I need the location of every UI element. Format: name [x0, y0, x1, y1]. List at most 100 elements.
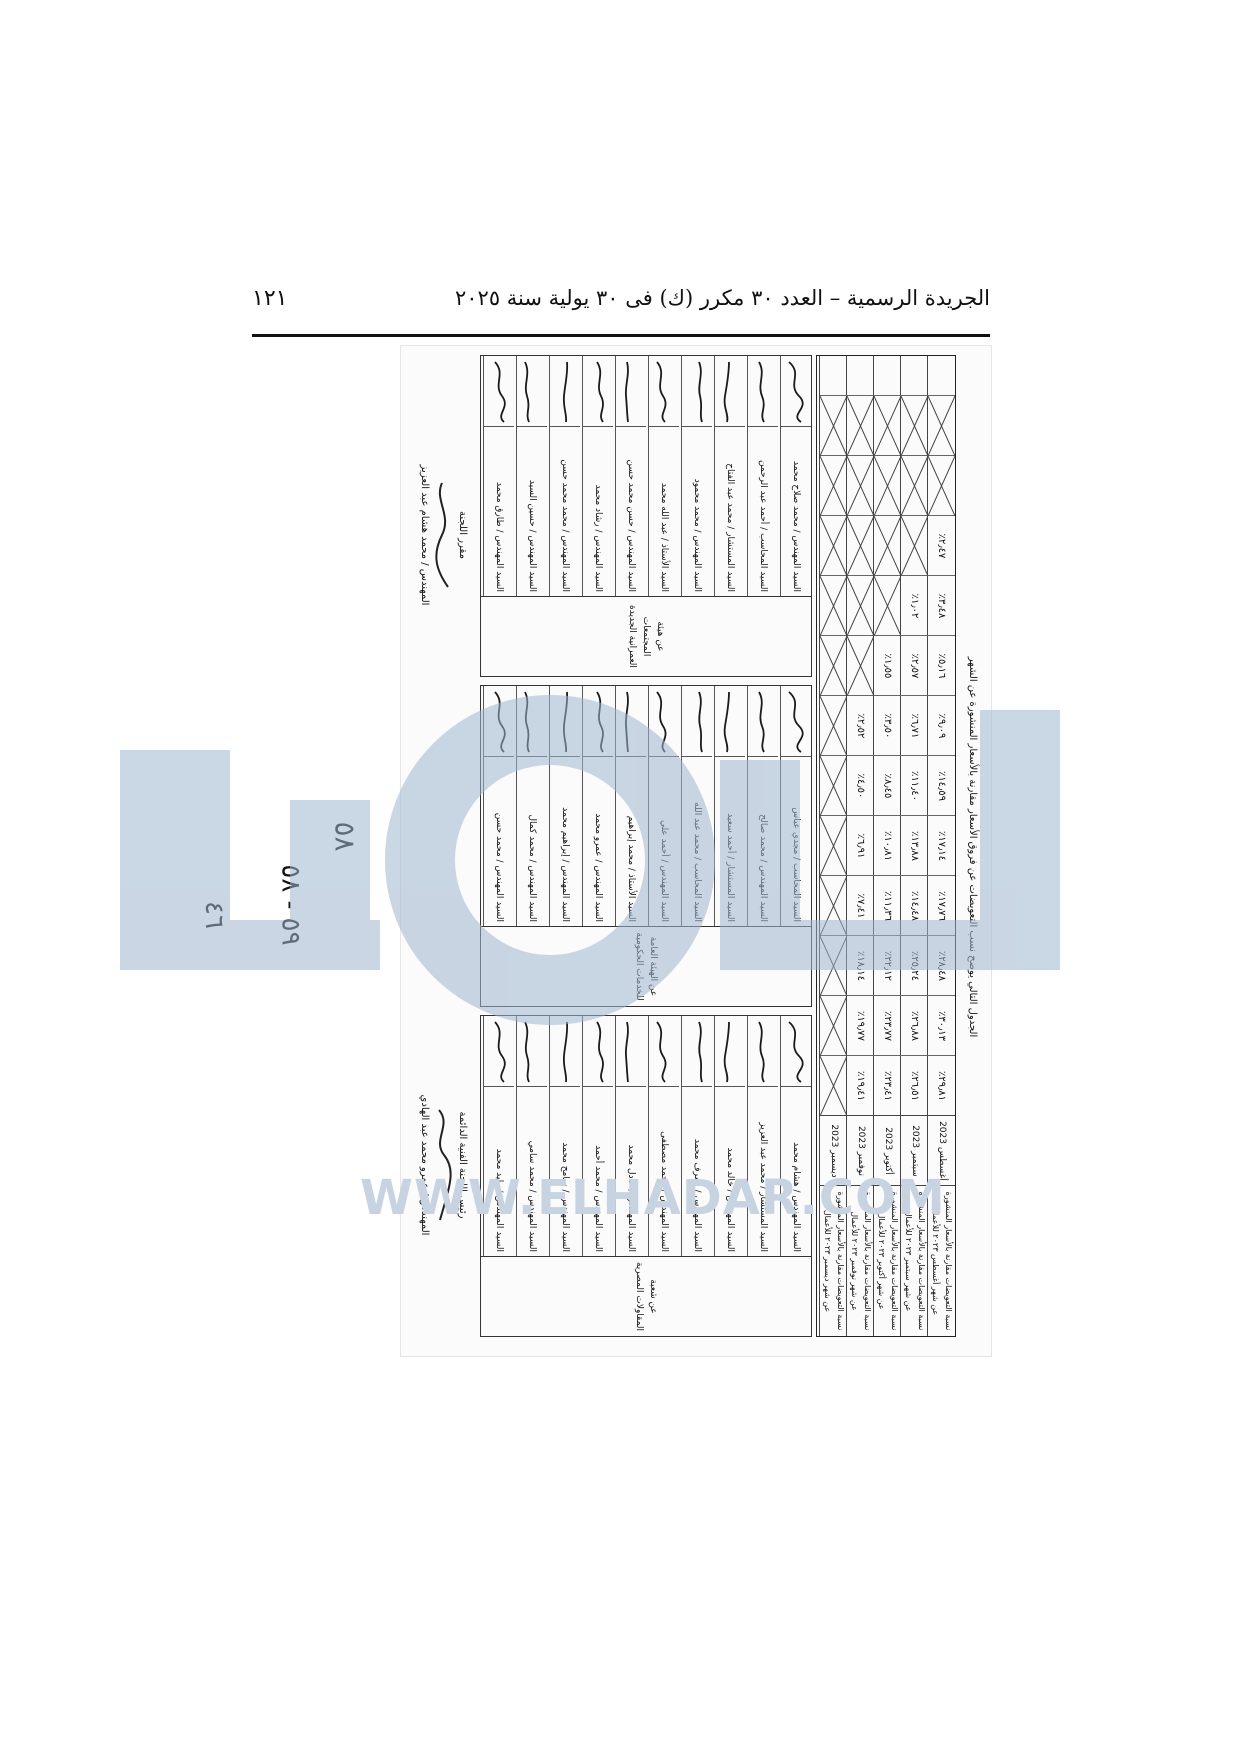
crossed-cell-icon [820, 395, 847, 456]
group-label: عن شعبة المقاولات المصرية [481, 1256, 811, 1336]
member-row: السيد المهندس / هشام محمد [780, 1016, 811, 1256]
percent-cell: ١٫٥٥٪ [874, 635, 901, 696]
signature-icon [748, 686, 778, 757]
percent-cell: ٩٫٠٩٪ [928, 695, 955, 756]
percent-cell: ٢٫٥٢٪ [847, 695, 874, 756]
crossed-cell-icon [820, 635, 847, 696]
percent-cell: ٢٢٫١٢٪ [874, 935, 901, 996]
crossed-cell-icon [901, 455, 928, 516]
crossed-cell-icon [928, 455, 955, 516]
page-number: ١٢١ [252, 286, 288, 311]
signature-icon [682, 1016, 712, 1087]
crossed-cell-icon [874, 515, 901, 576]
member-row: السيد المهندس / محمد صالح [747, 686, 778, 926]
crossed-cell-icon [820, 815, 847, 876]
percent-row: نسبة التعويضات مقارنة بالأسعار المنشورة … [927, 356, 955, 1336]
member-name: السيد المستشار / أحمد سعيد [725, 813, 735, 922]
member-name: السيد المهندس / حسين السيد [527, 479, 537, 592]
member-name: السيد المهندس / إبراهيم محمد [560, 807, 570, 922]
signature-icon [517, 686, 547, 757]
signature-icon [781, 356, 811, 427]
percent-cell: ١٩٫٤١٪ [847, 1055, 874, 1116]
member-row: السيد المهندس / محمد كمال [516, 686, 547, 926]
crossed-cell-icon [820, 575, 847, 636]
member-row: السيد المهندس / محمد مصطفى [648, 1016, 679, 1256]
percent-cell: ٣٫٤٨٪ [928, 575, 955, 636]
signature-icon [550, 1016, 580, 1087]
signature-icon [781, 1016, 811, 1087]
percent-cell: ٢٦٫٥١٪ [901, 1055, 928, 1116]
member-row: السيد المستشار / أحمد سعيد [714, 686, 745, 926]
head-name: المهندس / عمرو محمد عبد الهادي [419, 1094, 430, 1236]
member-name: السيد المهندس / حسن محمد حسن [626, 459, 636, 592]
percent-cell: ١٧٫١٤٪ [928, 815, 955, 876]
percent-cell: ٢٫٤٧٪ [928, 515, 955, 576]
percent-cell: ١١٫٤٠٪ [901, 755, 928, 816]
percent-cell: ٢٣٫٤١٪ [874, 1055, 901, 1116]
crossed-cell-icon [820, 755, 847, 816]
watermark-url: WWW.ELHADAR.COM [360, 1170, 946, 1226]
member-row: السيد المهندس / وليد محمد [483, 1016, 514, 1256]
crossed-cell-icon [901, 395, 928, 456]
signature-icon [550, 686, 580, 757]
secretary-title: مقرر اللجنة [457, 511, 468, 559]
crossed-cell-icon [820, 995, 847, 1056]
member-name: السيد المهندس / محمد صالح [758, 814, 768, 922]
member-row: السيد الأستاذ / عبد الله محمد [648, 356, 679, 596]
crossed-cell-icon [820, 695, 847, 756]
crossed-cell-icon [847, 575, 874, 636]
percent-cell: ١٣٫٨٨٪ [901, 815, 928, 876]
member-name: السيد المهندس / رشاد محمد [593, 484, 603, 592]
member-name: السيد المهندس / محمد محمود [692, 478, 702, 592]
crossed-cell-icon [847, 515, 874, 576]
percent-cell: ١٠٫٨١٪ [874, 815, 901, 876]
crossed-cell-icon [847, 455, 874, 516]
member-name: السيد الأستاذ / عبد الله محمد [659, 482, 669, 592]
crossed-cell-icon [847, 395, 874, 456]
member-row: السيد المستشار / محمد عبد الفتاح [714, 356, 745, 596]
head-signature-block: رئيس اللجنة الفنية الدائمة المهندس / عمر… [416, 1035, 470, 1295]
signature-icon [484, 1016, 514, 1087]
percent-cell: ١٧٫٧٦٪ [928, 875, 955, 936]
member-row: السيد المحاسب / مجدي عباس [780, 686, 811, 926]
percent-cell: ١١٫٣٦٪ [874, 875, 901, 936]
signature-icon [583, 686, 613, 757]
member-row: السيد المهندس / أشرف محمد [681, 1016, 712, 1256]
secretary-signature-block: مقرر اللجنة المهندس / محمد هشام عبد العز… [416, 405, 470, 665]
signature-icon [616, 686, 646, 757]
head-signature-icon [438, 1109, 452, 1221]
signature-icon [484, 356, 514, 427]
member-row: السيد المهندس / محمد محمود [681, 356, 712, 596]
percent-cell: ٢٩٫٨١٪ [928, 1055, 955, 1116]
signature-icon [583, 1016, 613, 1087]
percent-cell: ٤٫٥٠٪ [847, 755, 874, 816]
crossed-cell-icon [874, 575, 901, 636]
member-row: السيد المهندس / محمد سامي [516, 1016, 547, 1256]
signature-icon [682, 686, 712, 757]
crossed-cell-icon [874, 395, 901, 456]
percent-cell: ١٤٫٤٨٪ [901, 875, 928, 936]
group-label: عن الهيئة العامة للخدمات الحكومية [481, 926, 811, 1006]
member-name: السيد المحاسب / أحمد عبد الرحمن [758, 459, 768, 592]
percent-cell: ٦٫٧١٪ [901, 695, 928, 756]
percent-row: نسبة التعويضات مقارنة بالأسعار المنشورة … [846, 356, 874, 1336]
member-row: السيد المهندس / محمد صلاح محمد [780, 356, 811, 596]
crossed-cell-icon [820, 455, 847, 516]
signature-icon [649, 686, 679, 757]
header-divider [252, 334, 990, 337]
percent-row: نسبة التعويضات مقارنة بالأسعار المنشورة … [873, 356, 901, 1336]
member-name: السيد المهندس / عمرو محمد [593, 813, 603, 922]
crossed-cell-icon [820, 935, 847, 996]
crossed-cell-icon [820, 875, 847, 936]
percent-row: نسبة التعويضات مقارنة بالأسعار المنشورة … [900, 356, 928, 1336]
signature-icon [517, 356, 547, 427]
member-name: السيد الأستاذ / محمد إبراهيم [626, 815, 636, 922]
percent-cell: ٢٣٫٧٧٪ [874, 995, 901, 1056]
member-name: السيد المهندس / محمد حسن [494, 812, 504, 922]
signature-icon [715, 686, 745, 757]
member-row: السيد المهندس / عمرو محمد [582, 686, 613, 926]
handwritten-note-c: ٤٦ [198, 901, 229, 929]
crossed-cell-icon [928, 395, 955, 456]
signature-icon [781, 686, 811, 757]
member-row: السيد المهندس / عادل محمد [615, 1016, 646, 1256]
